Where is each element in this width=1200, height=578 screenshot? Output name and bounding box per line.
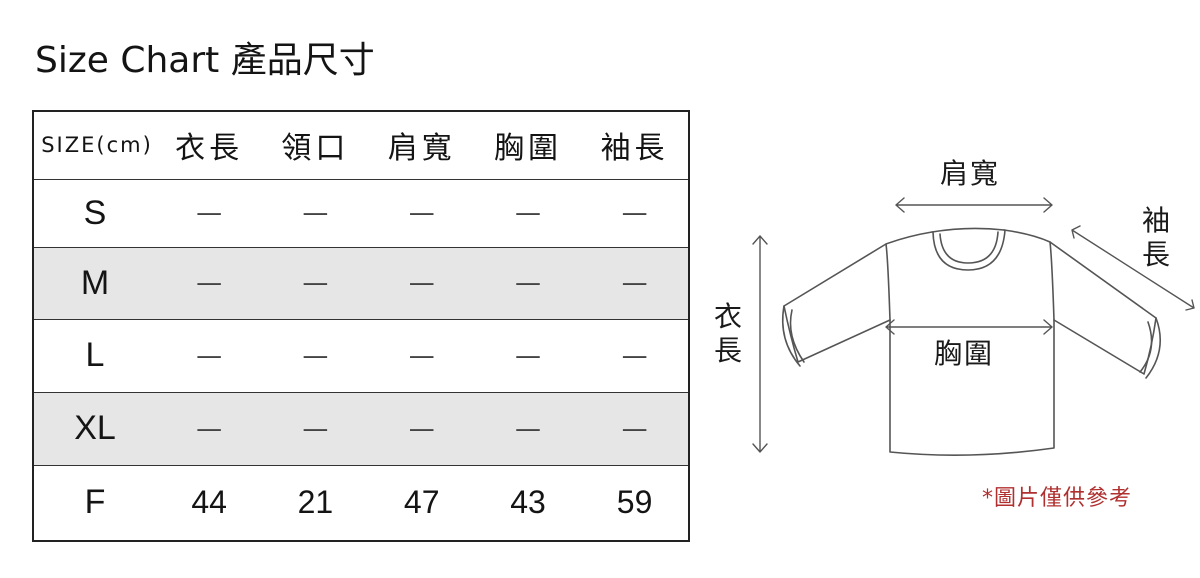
sleeve-length-arrow	[1071, 225, 1195, 311]
size-label: M	[80, 263, 110, 302]
shirt-right-cuff	[1139, 317, 1162, 379]
shirt-body-outline	[889, 319, 1055, 456]
header-shoulder: 肩寬	[387, 131, 456, 167]
cell-value: 47	[403, 484, 440, 521]
cell-value: —	[514, 198, 541, 228]
cell-value: —	[408, 268, 435, 298]
cell-value: —	[408, 340, 435, 371]
cell-value: 44	[191, 484, 227, 521]
size-label: F	[84, 483, 106, 522]
cell-value: —	[621, 413, 648, 444]
size-label: XL	[74, 409, 116, 447]
cell-value: —	[621, 268, 648, 298]
size-table: SIZE(cm) 衣長 領口 肩寬 胸圍 袖長 S — — — — — M — …	[32, 110, 690, 542]
cell-value: —	[196, 340, 223, 371]
cell-value: —	[302, 413, 329, 444]
cell-value: —	[621, 198, 648, 228]
page-title: Size Chart 產品尺寸	[35, 40, 375, 81]
shirt-left-sleeve	[783, 231, 933, 363]
body-length-arrow	[752, 235, 768, 453]
shirt-right-sleeve	[1003, 229, 1157, 375]
reference-note: *圖片僅供參考	[982, 486, 1133, 511]
cell-value: 43	[510, 484, 546, 521]
sleeve-length-label: 袖長	[1141, 204, 1170, 271]
shirt-left-seam	[885, 243, 891, 321]
cell-value: —	[514, 340, 541, 371]
cell-value: —	[302, 340, 329, 371]
cell-value: —	[302, 268, 329, 298]
header-chest: 胸圍	[493, 131, 562, 167]
table-row: S — — — — —	[33, 179, 689, 247]
header-length: 衣長	[175, 131, 244, 167]
cell-value: —	[302, 198, 329, 228]
cell-value: —	[196, 198, 223, 228]
cell-value: —	[196, 268, 223, 298]
shirt-measurement-diagram: 肩寬 袖長 衣長 胸圍	[700, 130, 1200, 474]
shirt-collar-ring	[932, 229, 1006, 271]
chest-width-arrow	[885, 319, 1053, 335]
cell-value: 21	[297, 484, 334, 521]
cell-value: —	[514, 268, 541, 298]
cell-value: —	[621, 340, 648, 371]
shirt-collar-outer	[931, 227, 1005, 233]
size-label: L	[85, 336, 105, 374]
shirt-right-seam	[1049, 241, 1055, 321]
table-row: M — — — — —	[33, 247, 689, 319]
size-label: S	[83, 193, 107, 232]
cell-value: 59	[616, 484, 653, 521]
table-row: XL — — — — —	[33, 392, 689, 465]
cell-value: —	[196, 413, 223, 444]
shoulder-width-arrow	[895, 197, 1053, 213]
header-neck: 領口	[281, 131, 350, 167]
shirt-left-cuff	[781, 305, 805, 367]
header-sleeve: 袖長	[600, 131, 669, 167]
shirt-illustration	[752, 197, 1195, 456]
shirt-collar-inner	[939, 231, 999, 264]
table-header-row: SIZE(cm) 衣長 領口 肩寬 胸圍 袖長	[33, 111, 689, 179]
cell-value: —	[408, 413, 435, 444]
table-row: L — — — — —	[33, 319, 689, 392]
cell-value: —	[408, 198, 435, 228]
cell-value: —	[514, 413, 541, 444]
shoulder-width-label: 肩寬	[940, 157, 1001, 190]
table-row: F 44 21 47 43 59	[33, 465, 689, 541]
header-size-cm: SIZE(cm)	[41, 133, 153, 158]
chest-width-label: 胸圍	[934, 337, 995, 370]
body-length-label: 衣長	[713, 300, 742, 367]
